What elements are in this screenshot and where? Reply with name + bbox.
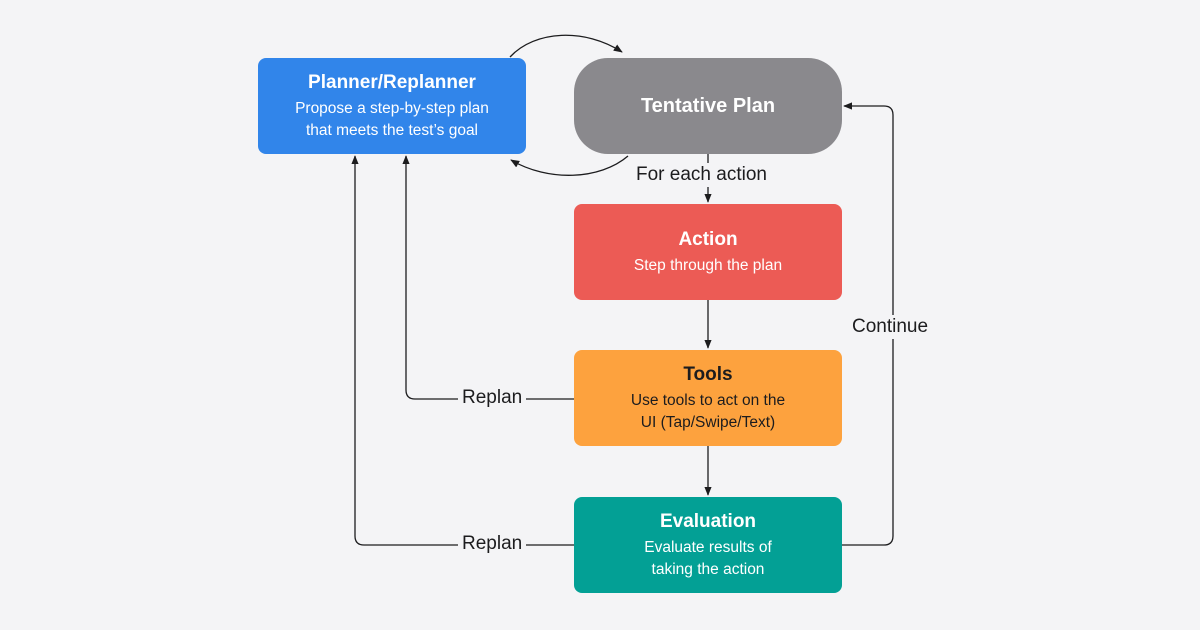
planner-desc: Propose a step-by-step plan that meets t… xyxy=(295,98,489,142)
evaluation-desc-line-1: Evaluate results of xyxy=(644,538,772,556)
tools-desc: Use tools to act on the UI (Tap/Swipe/Te… xyxy=(631,390,785,434)
evaluation-node: Evaluation Evaluate results of taking th… xyxy=(574,497,842,593)
arrow-replan-evaluation xyxy=(351,155,574,546)
tentative-plan-node: Tentative Plan xyxy=(574,58,842,154)
arrow-plan-to-planner xyxy=(510,155,629,176)
arrow-replan-tools xyxy=(402,155,574,400)
arrow-planner-to-plan xyxy=(509,34,623,58)
evaluation-desc-line-2: taking the action xyxy=(651,560,765,578)
evaluation-desc: Evaluate results of taking the action xyxy=(644,537,772,581)
replan-tools-label: Replan xyxy=(458,386,527,410)
replan-evaluation-label: Replan xyxy=(458,532,527,556)
planner-node: Planner/Replanner Propose a step-by-step… xyxy=(258,58,526,154)
planner-desc-line-2: that meets the test’s goal xyxy=(305,121,479,139)
tools-node: Tools Use tools to act on the UI (Tap/Sw… xyxy=(574,350,842,446)
planner-desc-line-1: Propose a step-by-step plan xyxy=(295,99,489,117)
action-node: Action Step through the plan xyxy=(574,204,842,300)
tools-desc-line-2: UI (Tap/Swipe/Text) xyxy=(640,413,776,431)
tools-desc-line-1: Use tools to act on the xyxy=(630,391,786,409)
action-desc: Step through the plan xyxy=(634,255,782,277)
action-title: Action xyxy=(678,228,738,250)
evaluation-title: Evaluation xyxy=(659,510,757,532)
planner-title: Planner/Replanner xyxy=(308,71,476,93)
for-each-action-label: For each action xyxy=(632,163,771,187)
tools-title: Tools xyxy=(683,363,733,385)
action-desc-line-1: Step through the plan xyxy=(633,256,783,274)
tentative-plan-title: Tentative Plan xyxy=(640,95,776,117)
continue-label: Continue xyxy=(848,315,933,339)
